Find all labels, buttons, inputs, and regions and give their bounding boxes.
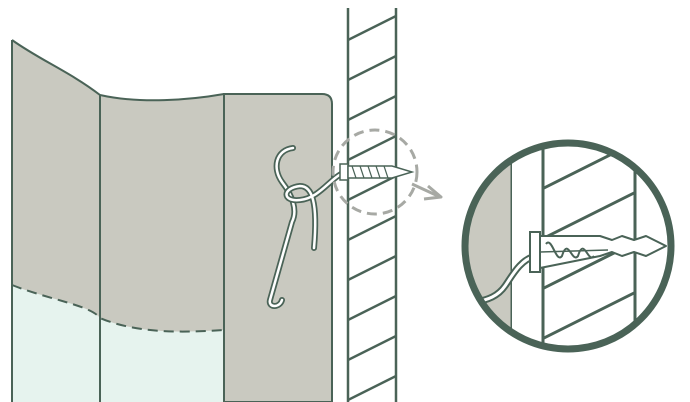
right-panel [223, 93, 333, 402]
s-hook-icon [266, 145, 298, 309]
pointer-arrow-icon [411, 182, 443, 201]
wall-section [346, 8, 398, 402]
wire-loop-icon [283, 169, 348, 251]
callout-circle [331, 128, 419, 216]
fabric-panels [11, 39, 333, 402]
magnifier-circle-icon [461, 139, 675, 353]
dashed-hem [11, 284, 225, 333]
middle-fabric [100, 94, 224, 402]
lower-light-area [12, 285, 224, 402]
wall-anchor-icon [339, 163, 415, 181]
